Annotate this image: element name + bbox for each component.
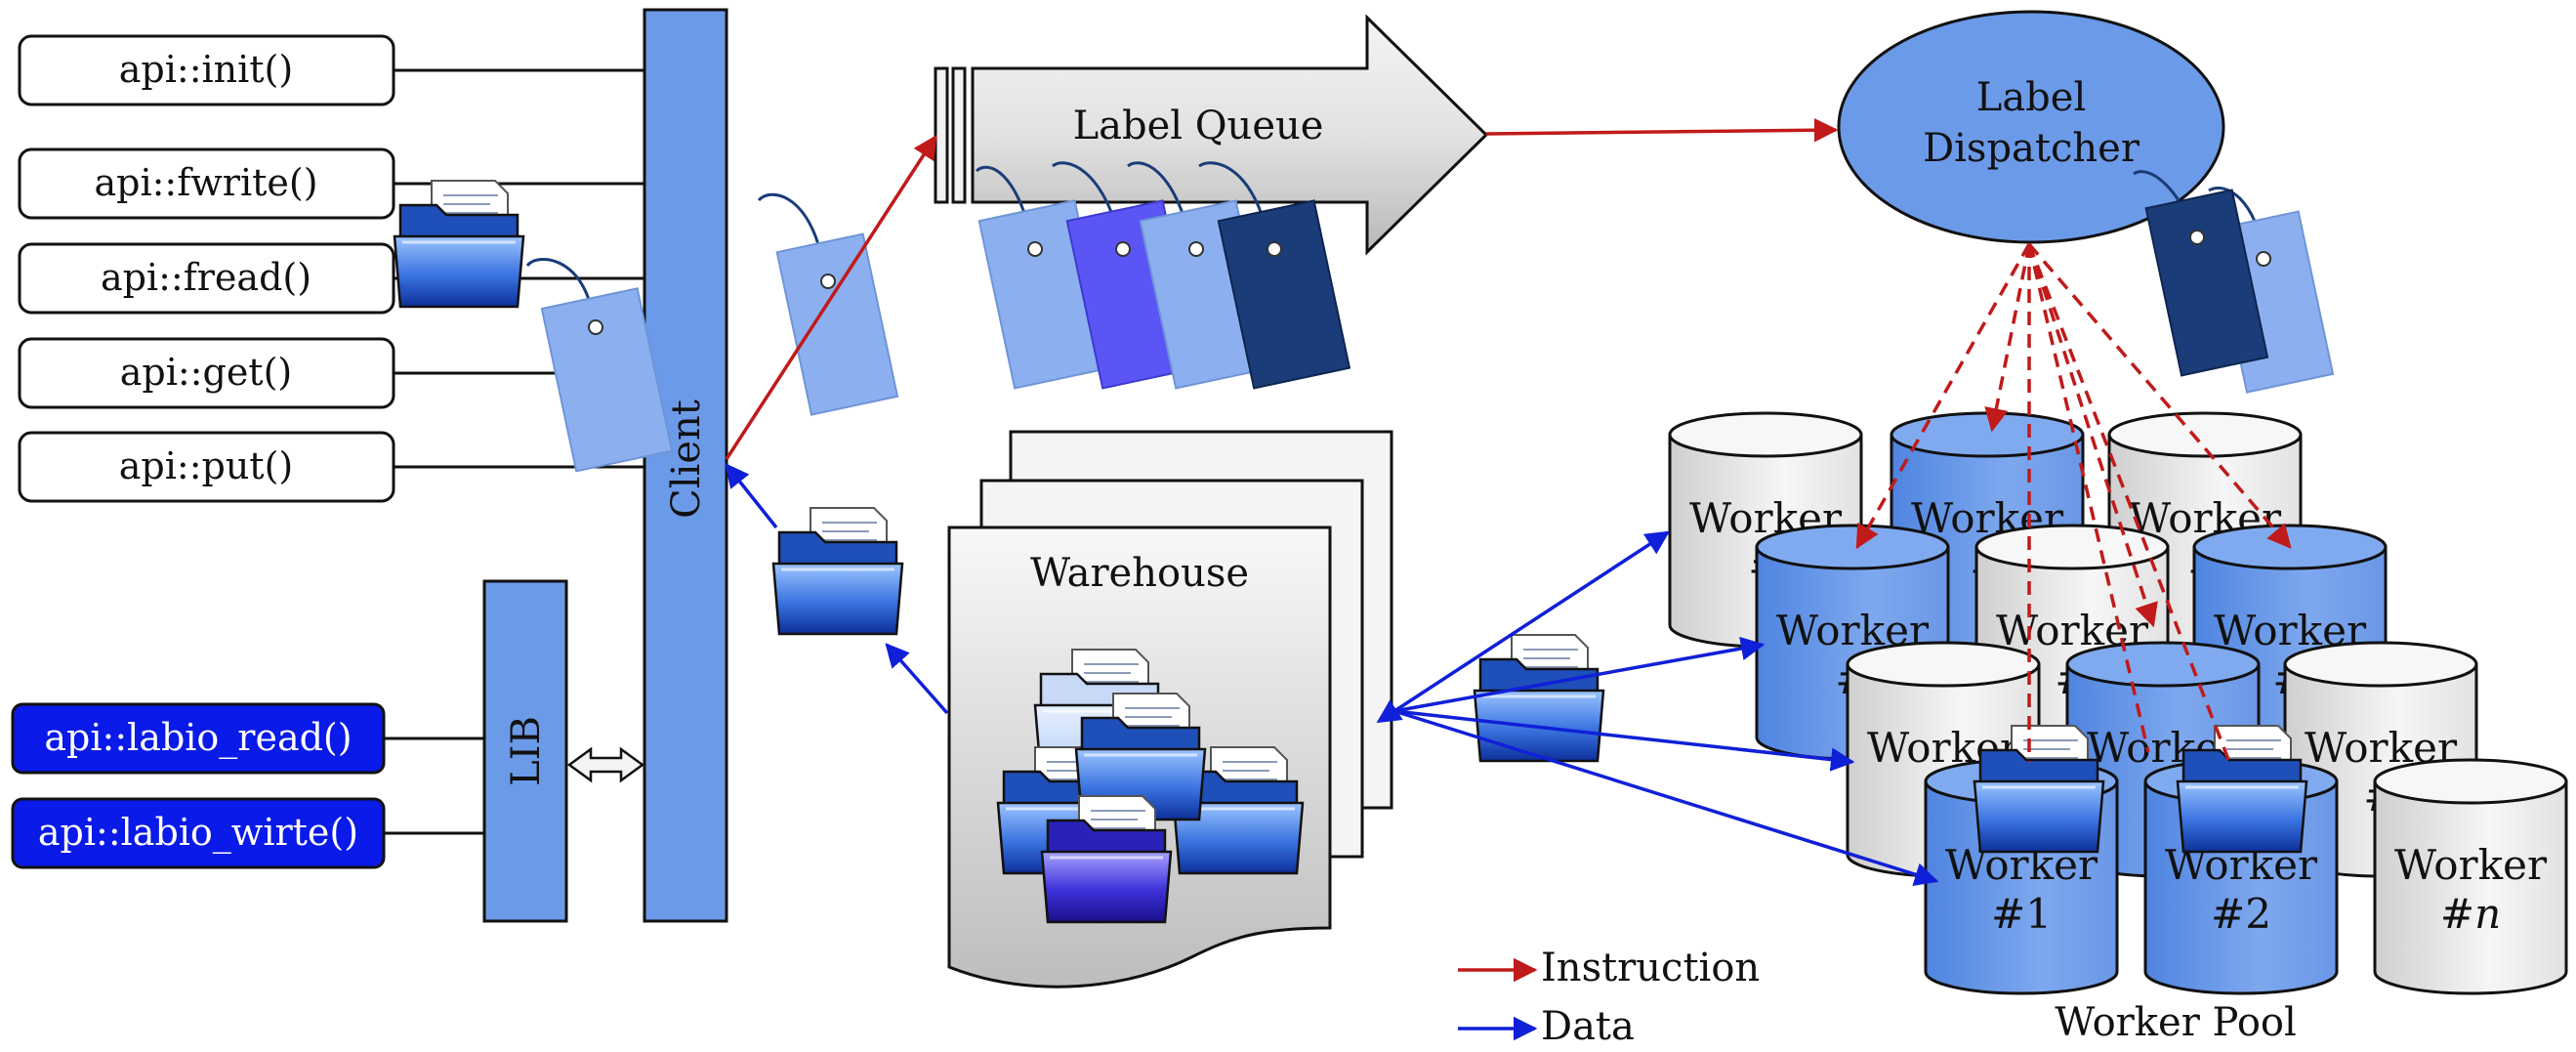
api-label-init: api::init(): [119, 48, 293, 91]
api-label-fwrite: api::fwrite(): [94, 161, 317, 204]
lib-bar: LIB: [482, 579, 568, 923]
dispatcher-line-2: Dispatcher: [1923, 126, 2140, 171]
dispatcher-line-1: Label: [1976, 75, 2086, 120]
api-box-fwrite: api::fwrite(): [18, 147, 395, 220]
legend-data: Data: [1458, 1004, 1635, 1049]
api-box-init: api::init(): [18, 34, 395, 106]
api-box-fread: api::fread(): [18, 242, 395, 315]
worker-id: #1: [1991, 890, 2052, 938]
api-box-get: api::get(): [18, 337, 395, 409]
worker-label: Worker: [2394, 841, 2548, 889]
lib-label-write: api::labio_wirte(): [38, 811, 358, 855]
client-tags: [525, 192, 899, 473]
lib-box-write: api::labio_wirte(): [11, 797, 386, 869]
folder-icon: [771, 507, 904, 636]
worker-id: #n: [2440, 890, 2501, 938]
api-box-group: api::init() api::fwrite() api::fread() a…: [18, 34, 395, 503]
folder-icon: [2176, 725, 2308, 854]
legend-data-label: Data: [1541, 1004, 1635, 1049]
folder-icon: [1040, 795, 1173, 924]
worker-id: #2: [2211, 890, 2271, 938]
folder-icon: [393, 180, 525, 309]
lib-box-read: api::labio_read(): [11, 702, 386, 775]
dispatcher-tag-dark: [2144, 189, 2269, 377]
lib-client-double-arrow: [566, 746, 645, 783]
folder-icons: [393, 180, 2308, 924]
dispatch-dashed-arrows: [1855, 242, 2292, 763]
api-label-fread: api::fread(): [101, 256, 312, 299]
client-tag-left: [540, 287, 674, 473]
worker-cylinder: Worker#n: [2373, 758, 2568, 995]
data-arrows: [725, 463, 1939, 887]
folder-icon: [1172, 746, 1305, 875]
client-bar: Client: [643, 8, 728, 923]
queue-tags: [975, 161, 1351, 390]
instruction-arrows: [725, 117, 1839, 460]
client-tag-transit: [775, 232, 899, 416]
warehouse-title: Warehouse: [1030, 551, 1249, 596]
api-box-put: api::put(): [18, 431, 395, 503]
dispatcher-tags: [2133, 170, 2335, 394]
worker-pool-label: Worker Pool: [2055, 1000, 2297, 1045]
lib-connectors: [384, 736, 484, 835]
legend-instruction: Instruction: [1458, 946, 1760, 990]
lib-label-read: api::labio_read(): [44, 716, 352, 760]
api-label-get: api::get(): [120, 351, 292, 394]
api-label-put: api::put(): [119, 444, 293, 487]
label-queue-title: Label Queue: [1073, 104, 1324, 148]
client-label: Client: [664, 400, 709, 519]
worker-pool-cylinders: Worker#Worker#Worker#Worker#Worker#Worke…: [1668, 411, 2568, 995]
legend-instruction-label: Instruction: [1541, 946, 1760, 990]
lib-label: LIB: [504, 716, 549, 786]
label-dispatcher: Label Dispatcher: [1837, 10, 2225, 244]
queue-tag-4: [1217, 199, 1351, 390]
legend: Instruction Data: [1458, 946, 1760, 1049]
lib-box-group: api::labio_read() api::labio_wirte(): [11, 702, 386, 869]
